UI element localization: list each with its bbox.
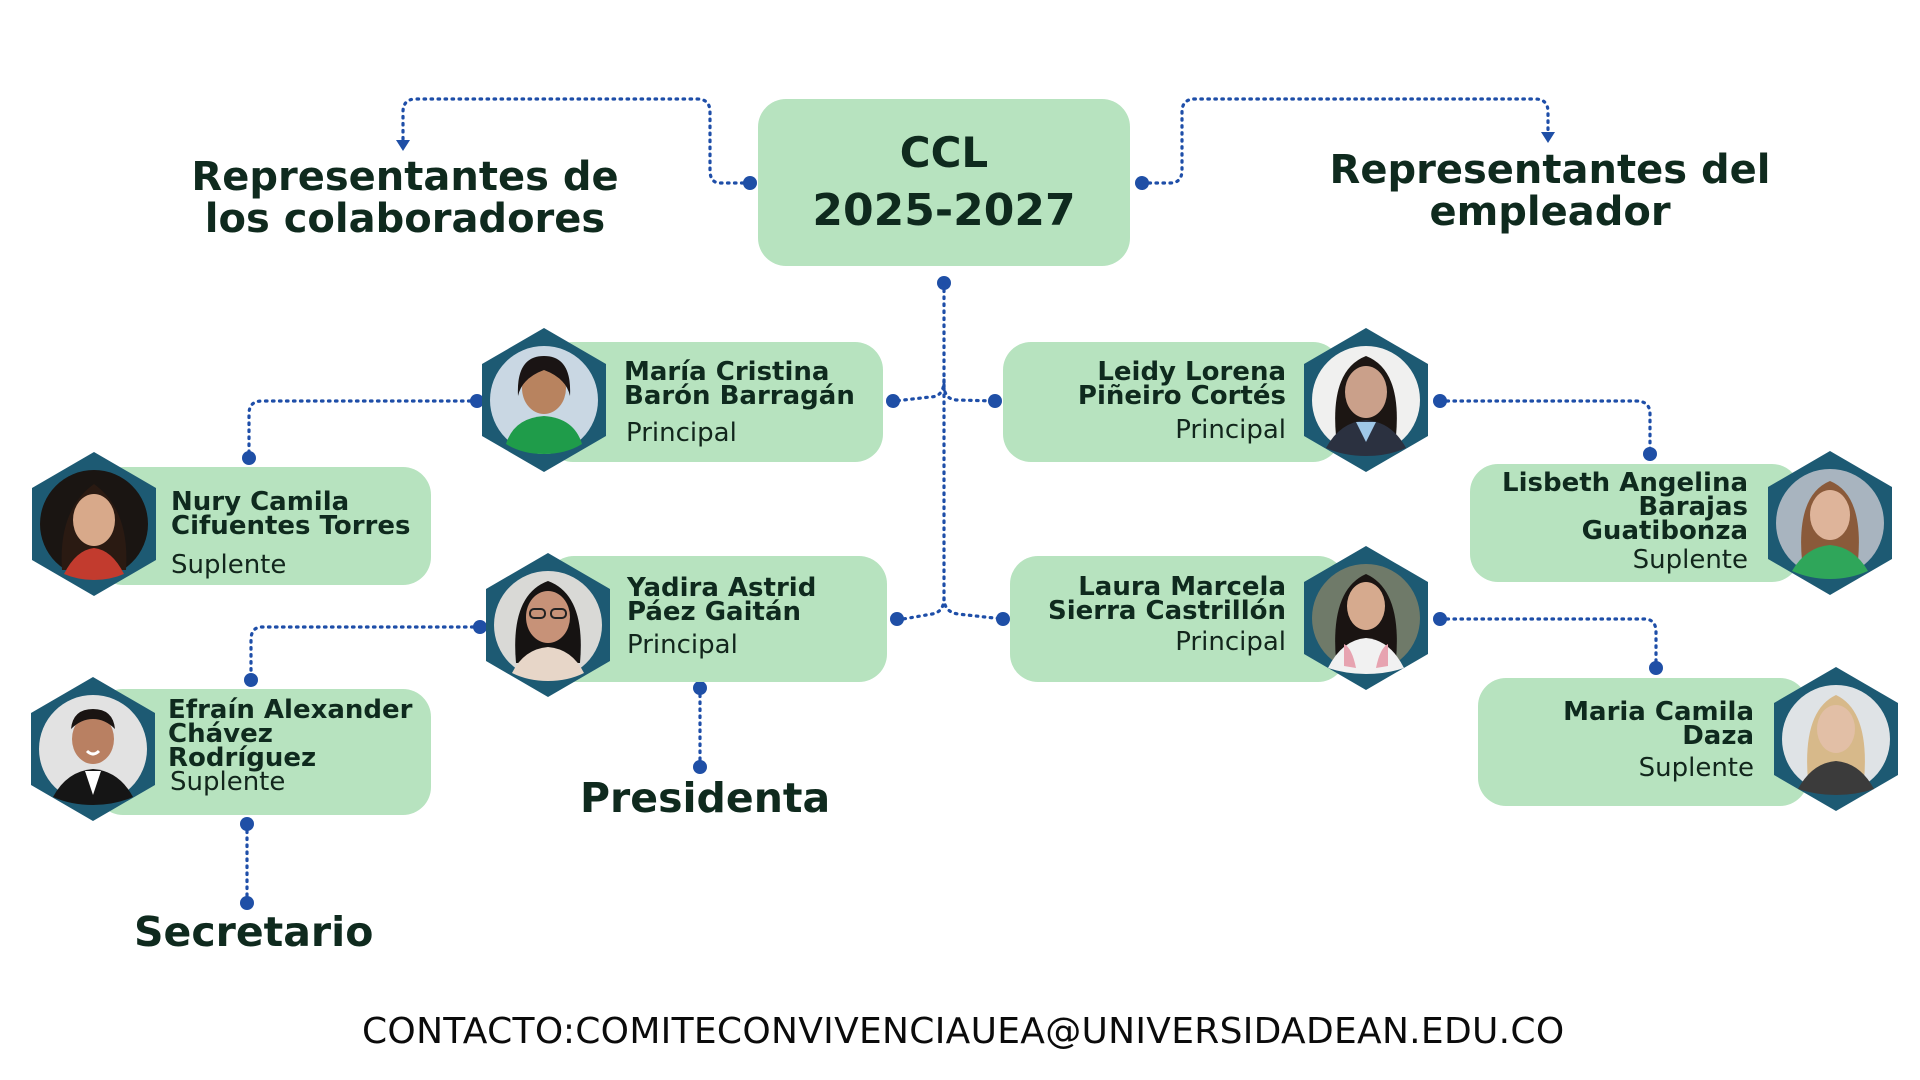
avatar-maria-camila (1774, 667, 1898, 811)
avatar-yadira-astrid (486, 553, 610, 697)
ccl-hub: CCL 2025-2027 (758, 99, 1130, 266)
name-laura-marcela: Laura Marcela Sierra Castrillón (1048, 572, 1286, 626)
role-maria-cristina: Principal (626, 418, 737, 448)
title-secretario: Secretario (134, 908, 374, 956)
name-leidy-lorena: Leidy Lorena Piñeiro Cortés (1077, 357, 1286, 411)
avatar-maria-cristina (482, 328, 606, 472)
role-leidy-lorena: Principal (1175, 415, 1286, 445)
role-yadira-astrid: Principal (627, 630, 738, 660)
avatar-leidy-lorena (1304, 328, 1428, 472)
role-lisbeth-angelina: Suplente (1632, 545, 1748, 575)
hub-title: CCL (899, 128, 989, 177)
name-maria-cristina: María Cristina Barón Barragán (624, 357, 855, 411)
name-nury-camila: Nury Camila Cifuentes Torres (171, 487, 411, 541)
name-yadira-astrid: Yadira Astrid Páez Gaitán (627, 573, 817, 627)
role-laura-marcela: Principal (1175, 627, 1286, 657)
name-lisbeth-angelina: Lisbeth Angelina Barajas Guatibonza (1502, 468, 1748, 546)
card-maria-camila (1478, 678, 1808, 806)
avatar-laura-marcela (1304, 546, 1428, 690)
title-presidenta: Presidenta (580, 774, 831, 822)
heading-employer: Representantes del empleador (1329, 147, 1771, 235)
role-efrain-alexander: Suplente (170, 767, 286, 797)
role-maria-camila: Suplente (1638, 753, 1754, 783)
hub-period: 2025-2027 (812, 185, 1076, 236)
name-maria-camila: Maria Camila Daza (1563, 697, 1754, 751)
card-lisbeth-angelina (1470, 464, 1800, 582)
avatar-lisbeth-angelina (1768, 451, 1892, 595)
avatar-nury-camila (32, 452, 156, 596)
contact-footer: CONTACTO:COMITECONVIVENCIAUEA@UNIVERSIDA… (362, 1011, 1565, 1052)
avatar-efrain-alexander (31, 677, 155, 821)
card-leidy-lorena (1003, 342, 1341, 462)
role-nury-camila: Suplente (171, 550, 287, 580)
heading-collaborators: Representantes de los colaboradores (191, 154, 619, 242)
name-efrain-alexander: Efraín Alexander Chávez Rodríguez (168, 695, 413, 773)
card-laura-marcela (1010, 556, 1346, 682)
